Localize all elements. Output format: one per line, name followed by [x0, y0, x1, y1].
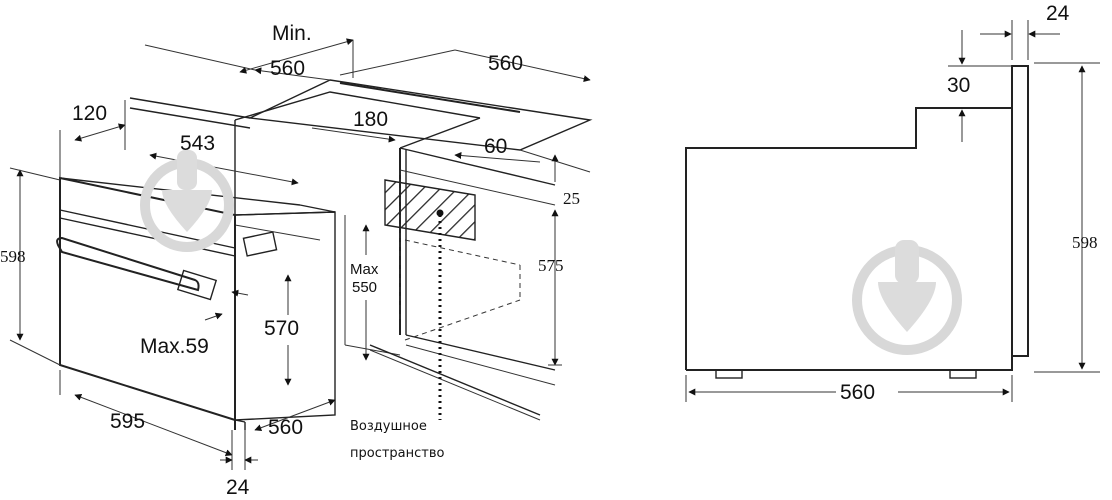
right-dimension-lines	[685, 20, 1100, 402]
label-max: Max	[350, 261, 379, 278]
left-isometric-view: Min. 560 560 120 543 180 60 25 598 575 M…	[0, 22, 593, 499]
dim-24-right: 24	[1046, 2, 1070, 25]
dim-24-left: 24	[226, 476, 250, 499]
ventilation-opening	[384, 179, 476, 420]
dim-575: 575	[538, 256, 564, 275]
dim-60: 60	[484, 135, 507, 158]
left-dimension-lines	[9, 38, 591, 470]
dim-570: 570	[264, 317, 299, 340]
dim-598-right: 598	[1072, 233, 1098, 252]
dim-top-560: 560	[488, 52, 523, 75]
caption-air-gap-line2: пространство	[350, 446, 445, 461]
dim-max-59: Max.59	[140, 335, 209, 358]
watermark-logo-right	[852, 240, 962, 355]
dim-25: 25	[563, 189, 580, 208]
dim-543: 543	[180, 132, 215, 155]
label-min: Min.	[272, 22, 312, 45]
front-panel-profile	[1011, 65, 1029, 357]
handle-bracket	[176, 269, 218, 301]
watermark-logo	[140, 150, 234, 252]
caption-air-gap-line1: Воздушное	[350, 419, 427, 434]
dim-120: 120	[72, 102, 107, 125]
cabinet-niche	[234, 91, 556, 421]
dim-180: 180	[353, 108, 388, 131]
dim-bottom-560: 560	[268, 416, 303, 439]
dim-595: 595	[110, 410, 145, 433]
side-bracket	[242, 231, 278, 257]
oven-side-profile	[685, 65, 1029, 379]
dim-30: 30	[947, 74, 970, 97]
dim-560-right: 560	[840, 381, 875, 404]
dim-max-550: 550	[352, 279, 377, 296]
foot-left	[715, 369, 743, 379]
dim-min-560: 560	[270, 57, 305, 80]
right-side-view: 24 30 598 560	[685, 2, 1100, 404]
dim-598-left: 598	[0, 247, 26, 266]
oven-door-handle	[56, 236, 200, 292]
foot-right	[949, 369, 977, 379]
